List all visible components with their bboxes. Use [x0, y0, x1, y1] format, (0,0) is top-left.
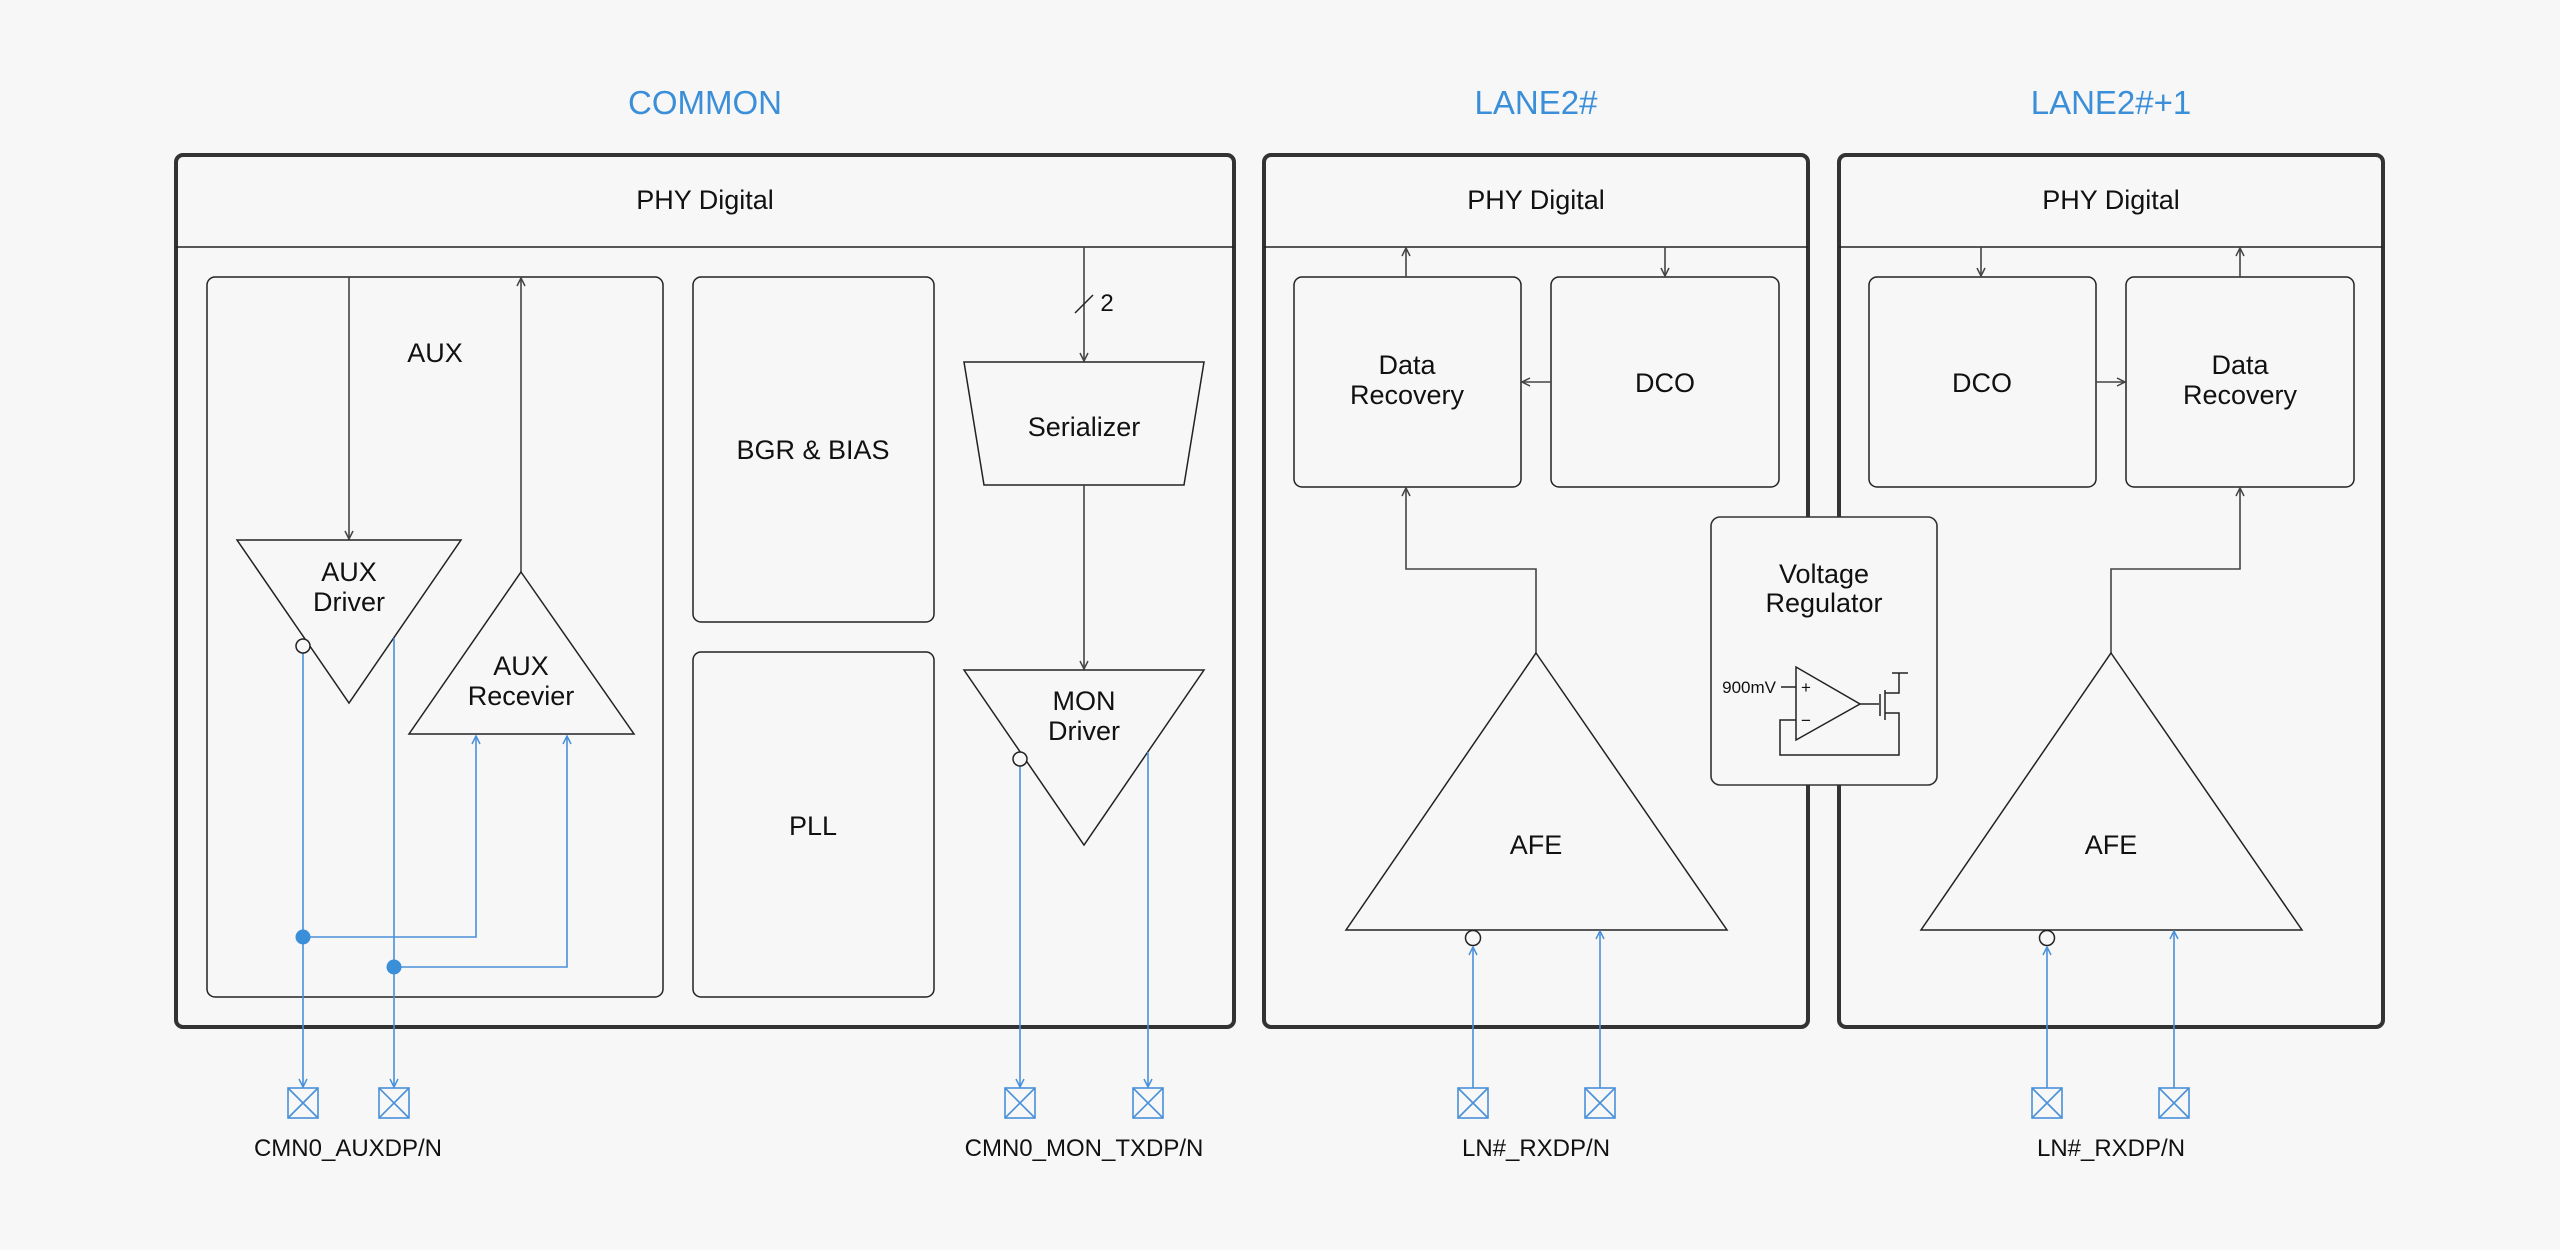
lane1-data-recovery-line2: Recovery	[2183, 380, 2298, 410]
serializer-label: Serializer	[1028, 412, 1141, 442]
op-amp-triangle	[1795, 665, 1862, 742]
common-outer-box	[174, 153, 1236, 1029]
op-amp-ldo-icon: 900mV + −	[1722, 665, 1908, 756]
aux-n-junction-dot	[295, 929, 311, 945]
lane1-afe-to-dr-wire	[2110, 488, 2240, 653]
pad-icon	[1004, 1087, 1036, 1119]
mon-driver-label-line1: MON	[1053, 686, 1116, 716]
voltage-regulator-box	[1710, 516, 1938, 786]
lane1-afe-triangle	[1919, 651, 2304, 931]
lane1-pin-label: LN#_RXDP/N	[2037, 1135, 2185, 1162]
op-amp-plus: +	[1801, 678, 1811, 697]
lane1-phy-digital-label: PHY Digital	[2042, 185, 2180, 215]
pad-icon	[378, 1087, 410, 1119]
aux-p-junction-dot	[386, 959, 402, 975]
mon-driver-label-line2: Driver	[1048, 716, 1120, 746]
pll-box	[692, 651, 935, 998]
regulator-label-line1: Voltage	[1779, 559, 1869, 589]
lane1-data-recovery-line1: Data	[2211, 350, 2269, 380]
lane0-dco-label: DCO	[1635, 368, 1695, 398]
pll-label: PLL	[789, 811, 837, 841]
pin-label-mon: CMN0_MON_TXDP/N	[965, 1135, 1204, 1162]
lane0-data-recovery-line2: Recovery	[1350, 380, 1465, 410]
voltage-regulator-block: Voltage Regulator 900mV + −	[1710, 516, 1938, 786]
pad-icon	[2031, 1087, 2063, 1119]
aux-n-to-receiver-wire	[303, 736, 476, 938]
aux-driver-triangle	[235, 539, 463, 705]
aux-driver-inversion-bubble	[295, 638, 311, 654]
section-title-common: COMMON	[628, 84, 782, 121]
bgr-bias-box	[692, 276, 935, 623]
lane1-afe-inversion-bubble	[2038, 929, 2056, 947]
lane0-data-recovery-line1: Data	[1378, 350, 1436, 380]
pin-label-aux: CMN0_AUXDP/N	[254, 1135, 442, 1162]
aux-driver-label-line2: Driver	[313, 587, 385, 617]
bgr-bias-label: BGR & BIAS	[736, 435, 889, 465]
lane0-afe-to-dr-wire	[1406, 488, 1537, 653]
pad-icon	[2158, 1087, 2190, 1119]
lane0-phy-digital-label: PHY Digital	[1467, 185, 1605, 215]
pad-icon	[287, 1087, 319, 1119]
aux-group-box	[206, 276, 664, 998]
lane0-afe-inversion-bubble	[1464, 929, 1482, 947]
lane1-dco-label: DCO	[1952, 368, 2012, 398]
aux-driver-label-line1: AUX	[321, 557, 377, 587]
regulator-label-line2: Regulator	[1765, 588, 1882, 618]
section-title-lane0: LANE2#	[1475, 84, 1599, 121]
pad-icon	[1132, 1087, 1164, 1119]
aux-group-label: AUX	[407, 338, 463, 368]
serializer-trapezoid	[963, 361, 1205, 486]
pad-icon	[1584, 1087, 1616, 1119]
feedback-wire	[1779, 712, 1900, 756]
aux-receiver-label-line2: Recevier	[468, 681, 575, 711]
section-title-lane1: LANE2#+1	[2031, 84, 2192, 121]
lane0-pin-label: LN#_RXDP/N	[1462, 1135, 1610, 1162]
op-amp-minus: −	[1801, 711, 1811, 730]
common-block: PHY Digital AUX AUX Driver AUX Recevier …	[174, 153, 1236, 1162]
lane1-afe-label: AFE	[2085, 830, 2138, 860]
aux-receiver-label-line1: AUX	[493, 651, 549, 681]
bus-width-label: 2	[1100, 290, 1113, 317]
common-phy-digital-label: PHY Digital	[636, 185, 774, 215]
aux-receiver-triangle	[407, 570, 636, 735]
pad-icon	[1457, 1087, 1489, 1119]
lane0-afe-triangle	[1344, 651, 1729, 931]
lane0-block: PHY Digital Data Recovery DCO AFE LN#_RX…	[1262, 153, 1810, 1162]
bus-slash-icon	[1074, 294, 1094, 314]
mon-driver-inversion-bubble	[1012, 751, 1028, 767]
reference-voltage-label: 900mV	[1722, 678, 1777, 697]
aux-p-to-receiver-wire	[394, 736, 567, 968]
lane0-afe-label: AFE	[1510, 830, 1563, 860]
